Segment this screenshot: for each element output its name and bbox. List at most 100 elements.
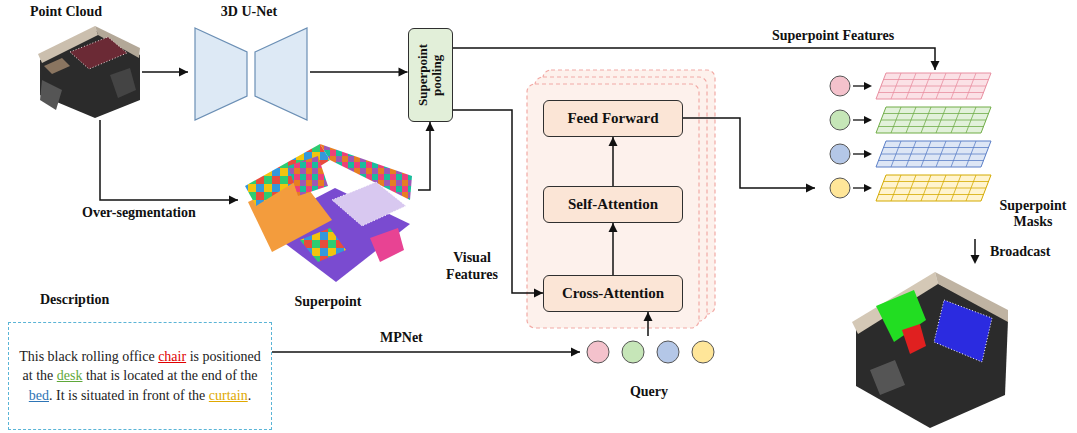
unet-shape-part [255, 28, 307, 120]
box-label: Feed Forward [567, 110, 658, 127]
arrow-head [426, 122, 435, 131]
highlighted-word: desk [57, 368, 83, 383]
query-circles-part [657, 341, 679, 363]
process-box: Cross-Attention [543, 275, 683, 312]
connector [609, 223, 618, 275]
connector-line [418, 122, 430, 190]
unet-shape-part [195, 28, 247, 120]
mask-grids-part [864, 184, 872, 192]
free-label: Broadcast [988, 244, 1052, 261]
mask-grids-part [830, 110, 850, 130]
mask-grids-part [864, 82, 872, 90]
image-panel: Superpoint [238, 135, 418, 310]
arrow-head [609, 137, 618, 146]
mask-grids-part [876, 107, 991, 133]
unet-shape [195, 28, 307, 120]
result-picture-part [934, 300, 992, 362]
box-label: Self-Attention [568, 196, 658, 213]
arrow-head [534, 289, 543, 298]
arrow-head [644, 312, 653, 321]
connector [272, 348, 580, 357]
arrow-head [229, 196, 238, 205]
query-circles-part [587, 341, 609, 363]
text-panel: DescriptionThis black rolling office cha… [8, 292, 272, 430]
connector [683, 118, 815, 193]
query-circles [587, 341, 714, 363]
description-text: This black rolling office chair is posit… [18, 347, 262, 406]
arrow-head [609, 223, 618, 232]
connector-line [100, 120, 238, 200]
broadcast-arrow-part [971, 255, 980, 264]
superpoint-picture-part [300, 228, 346, 262]
mask-grids-part [830, 76, 850, 96]
highlighted-word: chair [158, 349, 186, 364]
superpoint-picture-part [332, 182, 406, 226]
connector [453, 48, 940, 70]
connector-line [272, 351, 580, 353]
arrow-head [179, 68, 188, 77]
edge-label: Over-segmentation [80, 205, 198, 222]
edge-label: Visual Features [436, 250, 508, 284]
connector [644, 312, 653, 336]
arrow-head [399, 68, 408, 77]
connector [142, 68, 188, 77]
point-cloud-picture-part [110, 68, 136, 98]
process-box: Self-Attention [543, 186, 683, 223]
mask-grids-part [864, 150, 872, 158]
connector [609, 137, 618, 186]
box-label: Cross-Attention [562, 285, 664, 302]
description-segment: that is located at the end of the [86, 368, 257, 383]
highlighted-word: bed [29, 388, 49, 403]
node-label: Superpoint Masks [995, 198, 1071, 230]
result-picture [852, 272, 1008, 428]
point-cloud-picture-part [70, 37, 127, 69]
superpoint-picture-part [370, 228, 404, 262]
transformer-stack-part [527, 84, 699, 328]
point-cloud-picture-part [44, 58, 70, 74]
panel-heading: Description [40, 292, 109, 308]
edge-label: Superpoint Features [770, 28, 896, 45]
point-cloud-picture-part [40, 80, 62, 110]
superpoint-picture-part [288, 156, 328, 196]
result-picture-part [902, 324, 926, 354]
pooling-box: Superpoint pooling [408, 28, 453, 122]
description-segment: . [248, 388, 252, 403]
arrow-head [806, 184, 815, 193]
connector [310, 68, 408, 77]
connector-line [310, 71, 408, 73]
broadcast-arrow-part [974, 239, 976, 256]
mask-grids-part [876, 175, 991, 201]
transformer-stack-part [535, 77, 707, 321]
broadcast-arrow [971, 239, 980, 264]
query-circles-part [622, 341, 644, 363]
superpoint-picture [245, 144, 412, 282]
result-picture-part [870, 360, 905, 395]
mask-grids-part [876, 141, 991, 167]
superpoint-picture-part [245, 144, 330, 206]
connector [100, 120, 238, 205]
transformer-stack [527, 70, 715, 328]
mask-grids-part [830, 178, 850, 198]
mask-group: Superpoint Masks [815, 70, 1073, 235]
query-circles-part [692, 341, 714, 363]
node-label: 3D U-Net [188, 4, 310, 20]
edge-label: MPNet [378, 330, 425, 347]
arrow-head [931, 61, 940, 70]
mask-grids-part [876, 73, 991, 99]
connector-line [683, 118, 815, 188]
network-block: 3D U-Net [188, 4, 310, 120]
node-label: Point Cloud [30, 4, 102, 20]
query-group: Query [580, 336, 718, 414]
description-segment: This black rolling office [19, 349, 154, 364]
node-label: Query [580, 384, 718, 400]
box-label: Superpoint pooling [416, 33, 445, 117]
process-box: Feed Forward [543, 100, 683, 137]
dashed-frame: This black rolling office chair is posit… [8, 322, 272, 430]
point-cloud-picture [38, 26, 140, 118]
description-segment: . It is situated in front of the [49, 388, 205, 403]
mask-grids [830, 73, 991, 201]
mask-grids-part [864, 116, 872, 124]
connector [418, 122, 435, 190]
image-panel: Point Cloud [22, 4, 142, 120]
